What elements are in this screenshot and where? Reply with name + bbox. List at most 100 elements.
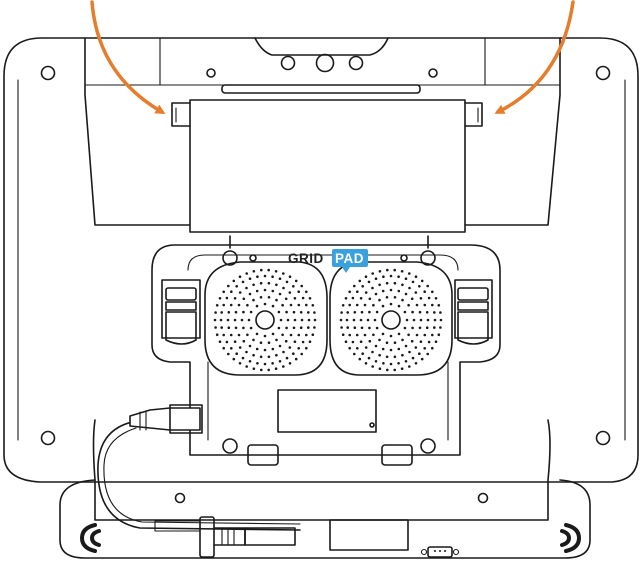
speaker-hole	[214, 326, 217, 329]
speaker-hole	[219, 318, 223, 322]
speaker-hole	[419, 297, 423, 300]
speaker-hole	[232, 279, 236, 283]
speaker-hole	[400, 270, 404, 273]
speaker-hole	[263, 362, 267, 366]
speaker-hole	[229, 303, 233, 307]
speaker-hole	[275, 283, 278, 287]
speaker-hole	[281, 333, 284, 337]
speaker-hole	[371, 272, 375, 275]
speaker-hole	[407, 303, 410, 307]
speaker-hole	[275, 298, 278, 302]
speaker-hole	[403, 310, 407, 314]
stand-base	[59, 419, 591, 559]
speaker-hole	[375, 326, 379, 330]
speaker-hole	[389, 274, 393, 278]
speaker-hole	[227, 326, 231, 330]
speaker-hole	[242, 326, 245, 330]
speaker-hole	[414, 291, 418, 294]
speaker-hole	[255, 347, 259, 351]
speaker-hole	[282, 350, 285, 354]
speaker-hole	[340, 326, 343, 329]
speaker-hole	[397, 332, 401, 336]
speaker-hole	[340, 311, 343, 314]
speaker-hole	[393, 296, 397, 299]
speaker-hole	[371, 365, 375, 368]
speaker-hole	[242, 297, 246, 301]
speaker-hole	[275, 353, 278, 357]
speaker-hole	[414, 275, 418, 279]
speaker-hole	[404, 344, 408, 348]
speaker-hole	[359, 297, 363, 300]
speaker-hole	[267, 268, 271, 272]
speaker-hole	[431, 290, 434, 294]
serial-port-icon	[420, 546, 460, 558]
speaker-hole	[230, 347, 233, 350]
speaker-hole	[437, 333, 441, 337]
speaker-hole	[381, 304, 385, 308]
speaker-hole	[371, 286, 374, 290]
speaker-hole	[245, 365, 248, 368]
speaker-hole	[213, 318, 217, 322]
speaker-hole	[389, 348, 393, 352]
speaker-hole	[418, 352, 421, 356]
speaker-hole	[292, 285, 295, 288]
speaker-hole	[374, 344, 378, 348]
speaker-hole	[367, 280, 371, 284]
speaker-hole	[439, 326, 442, 329]
speaker-hole	[401, 353, 404, 357]
speaker-hole	[277, 326, 281, 330]
speaker-hole	[292, 310, 296, 314]
speaker-hole	[238, 346, 242, 349]
speaker-hole	[233, 340, 237, 344]
speaker-grille-left	[213, 268, 317, 372]
speaker-hole	[346, 326, 350, 329]
speaker-hole	[368, 339, 372, 343]
speaker-hole	[218, 297, 222, 300]
tablet-body	[3, 37, 639, 483]
speaker-hole	[294, 357, 298, 361]
speaker-hole	[222, 290, 225, 294]
speaker-hole	[297, 303, 301, 307]
speaker-hole	[234, 326, 238, 330]
speaker-hole	[405, 318, 409, 322]
speaker-hole	[301, 340, 305, 344]
speaker-hole	[434, 340, 438, 344]
speaker-hole	[412, 318, 416, 322]
speaker-hole	[252, 367, 256, 371]
speaker-hole	[434, 297, 438, 300]
speaker-hole	[401, 338, 404, 342]
speaker-hole	[411, 326, 414, 330]
speaker-hole	[292, 352, 295, 356]
speaker-hole	[371, 350, 374, 354]
speaker-hole	[418, 310, 422, 314]
speaker-hole	[305, 333, 308, 337]
speaker-hole	[284, 339, 288, 343]
speaker-hole	[425, 326, 429, 330]
speaker-hole	[247, 318, 251, 322]
speaker-hole	[358, 279, 362, 283]
speaker-hole	[426, 318, 430, 322]
speaker-hole	[300, 352, 304, 356]
power-cable	[97, 404, 301, 558]
speaker-hole	[260, 268, 263, 272]
speaker-hole	[305, 303, 308, 307]
speaker-hole	[263, 334, 267, 338]
speaker-hole	[305, 290, 308, 294]
speaker-hole	[297, 333, 301, 337]
speaker-hole	[348, 346, 352, 350]
speaker-hole	[423, 290, 427, 294]
speaker-hole	[418, 285, 421, 288]
speaker-hole	[225, 340, 229, 344]
speaker-hole	[381, 332, 385, 336]
speaker-hole	[227, 311, 231, 314]
speaker-hole	[423, 347, 427, 350]
speaker-hole	[414, 362, 418, 365]
speaker-hole	[404, 360, 408, 363]
speaker-hole	[393, 281, 397, 285]
speaker-hole	[308, 297, 312, 300]
speaker-hole	[252, 338, 255, 342]
speaker-hole	[360, 310, 364, 314]
speaker-hole	[433, 326, 436, 329]
speaker-hole	[271, 289, 275, 293]
speaker-hole	[408, 286, 411, 290]
